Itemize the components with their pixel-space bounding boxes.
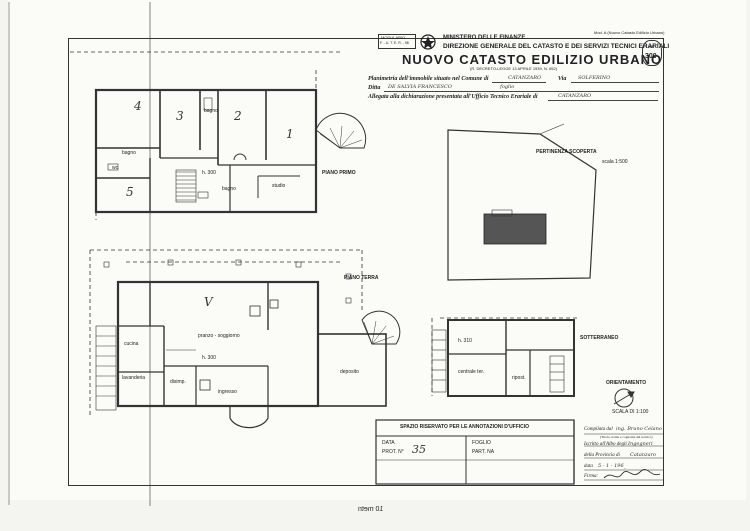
allegata-label: Allegata alla dichiarazione presentata a…: [368, 94, 538, 100]
compiled-by-label: Compilata dal: [584, 427, 613, 432]
stamp-box: MODULARIO F. - U. T. E. R. - 98: [378, 34, 416, 49]
office-foglio-label: FOGLIO: [472, 440, 491, 446]
entrance-label: ingresso: [218, 389, 237, 395]
price-value: 300: [645, 53, 657, 60]
date2-value: 5 - 1 - 196_: [598, 463, 627, 469]
laundry-label: lavanderia: [122, 375, 146, 381]
room-v-label: V: [204, 295, 213, 309]
planimetry-label: Planimetria dell'immobile situato nel Co…: [368, 76, 489, 82]
mirrored-footer-text: 10 metri: [358, 506, 384, 513]
document-title: NUOVO CATASTO EDILIZIO URBANO: [402, 52, 663, 67]
bathroom-label-upper: bagno: [204, 108, 218, 114]
foglio-text: foglio: [500, 84, 515, 90]
allegata-value: CATANZARO: [558, 93, 592, 99]
ditta-value: DE SALVIA FRANCESCO: [388, 84, 452, 90]
via-value: SOLFERINO: [578, 75, 611, 81]
drawing-frame: [68, 38, 664, 486]
piano-terra-label: PIANO TERRA: [344, 275, 379, 281]
room-2-label: 2: [234, 109, 242, 123]
closet-label: ripost.: [512, 375, 526, 381]
room-5-label: 5: [126, 185, 134, 199]
date2-label: data: [584, 464, 593, 469]
bathroom-label-left: bagno: [122, 150, 136, 156]
ministry-name: MINISTERO DELLE FINANZE: [443, 35, 526, 41]
studio-label: studio: [272, 183, 286, 189]
direction-name: DIREZIONE GENERALE DEL CATASTO E DEI SER…: [443, 43, 670, 50]
province-value: Catanzaro: [630, 452, 657, 458]
price-label: Lire: [646, 44, 655, 50]
document-sheet: [8, 0, 746, 500]
scale-label: SCALA DI 1:100: [612, 409, 649, 415]
price-stamp: Lire 300: [642, 40, 662, 66]
stamp-line1: MODULARIO: [381, 35, 406, 40]
republic-emblem-icon: [419, 33, 437, 51]
comune-value: CATANZARO: [508, 75, 542, 81]
pertinenza-label: PERTINENZA SCOPERTA: [536, 149, 597, 155]
registered-value: Ingegneri: [628, 441, 653, 447]
sotterraneo-label: SOTTERRANEO: [580, 335, 619, 341]
document-subtitle: (R. DECRETO-LEGGE 13 APRILE 1939, N. 652…: [470, 66, 558, 71]
hallway-label: disimp.: [170, 379, 186, 385]
piano-primo-label: PIANO PRIMO: [322, 170, 356, 176]
wc-label: wc: [112, 165, 119, 171]
province-label: della Provincia di: [584, 453, 620, 458]
compiled-by-note: (Titolo, nome e cognome del tecnico): [600, 435, 653, 439]
office-date-label: DATA: [382, 440, 395, 446]
height-label-terra: h. 300: [202, 355, 216, 361]
stamp-line2: F. - U. T. E. R. - 98: [380, 41, 409, 45]
pertinenza-scale: scala 1:500: [602, 159, 628, 165]
office-reserved-title: SPAZIO RISERVATO PER LE ANNOTAZIONI D'UF…: [400, 424, 530, 430]
room-1-label: 1: [286, 127, 294, 141]
boiler-room-label: centrale ter.: [458, 369, 485, 375]
form-code: Mod. A (Nuovo Catasto Edilizio Urbano): [594, 30, 665, 35]
orientation-label: ORIENTAMENTO: [606, 380, 647, 386]
office-part-label: PART. NA: [472, 449, 495, 455]
room-4-label: 4: [134, 99, 142, 113]
storage-label: deposito: [340, 369, 359, 375]
height-label-primo: h. 300: [202, 170, 216, 176]
room-3-label: 3: [176, 109, 184, 123]
via-label: Via: [558, 76, 567, 82]
signature-label: Firma:: [584, 474, 599, 479]
kitchen-label: cucina: [124, 341, 139, 347]
living-room-label: pranzo - soggiorno: [198, 333, 240, 339]
bathroom-label-lower: bagno: [222, 186, 236, 192]
height-label-basement: h. 310: [458, 338, 472, 344]
office-prot-label: PROT. N°: [382, 449, 404, 455]
compiled-by-value: ing. Bruno Celano: [616, 426, 662, 432]
office-prot-value: 35: [412, 443, 426, 456]
registered-label: Iscritto all'Albo degli: [584, 442, 627, 447]
ditta-label: Ditta: [368, 85, 381, 91]
